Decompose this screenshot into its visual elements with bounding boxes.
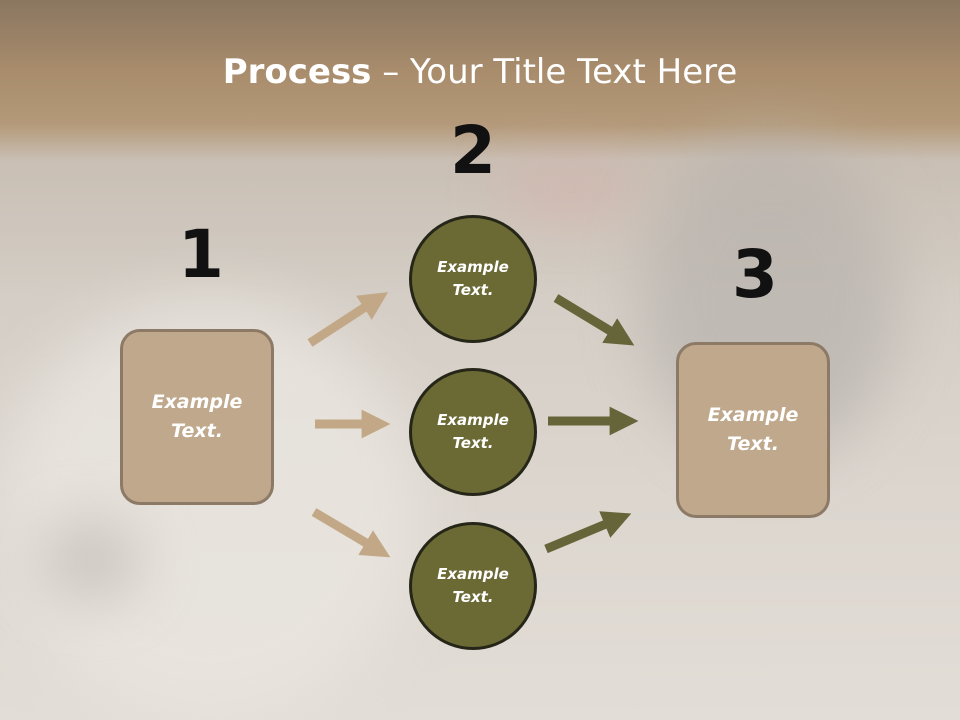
circle-bottom-text: Example Text. — [437, 565, 509, 606]
circle-middle-text: Example Text. — [437, 411, 509, 452]
background-photo-blur — [40, 520, 140, 600]
step-number-1: 1 — [178, 216, 224, 293]
step-3-box: Example Text. — [676, 342, 830, 518]
arrow-top-to-3 — [553, 294, 635, 346]
slide-title: Process – Your Title Text Here — [0, 52, 960, 92]
step-2-circle-bottom: Example Text. — [409, 522, 537, 650]
arrow-1-to-top — [307, 292, 389, 347]
step-2-circle-middle: Example Text. — [409, 368, 537, 496]
circle-top-text: Example Text. — [437, 258, 509, 299]
step-3-text: Example Text. — [707, 404, 799, 455]
step-2-circle-top: Example Text. — [409, 215, 537, 343]
background-photo-blur — [500, 170, 640, 210]
step-1-text: Example Text. — [151, 391, 243, 442]
arrow-1-to-bottom — [311, 508, 391, 558]
step-1-box: Example Text. — [120, 329, 274, 505]
step-number-3: 3 — [732, 236, 778, 313]
step-number-2: 2 — [450, 112, 496, 189]
title-rest: – Your Title Text Here — [371, 52, 738, 92]
title-bold: Process — [222, 52, 372, 92]
arrow-bottom-to-3 — [544, 511, 632, 554]
